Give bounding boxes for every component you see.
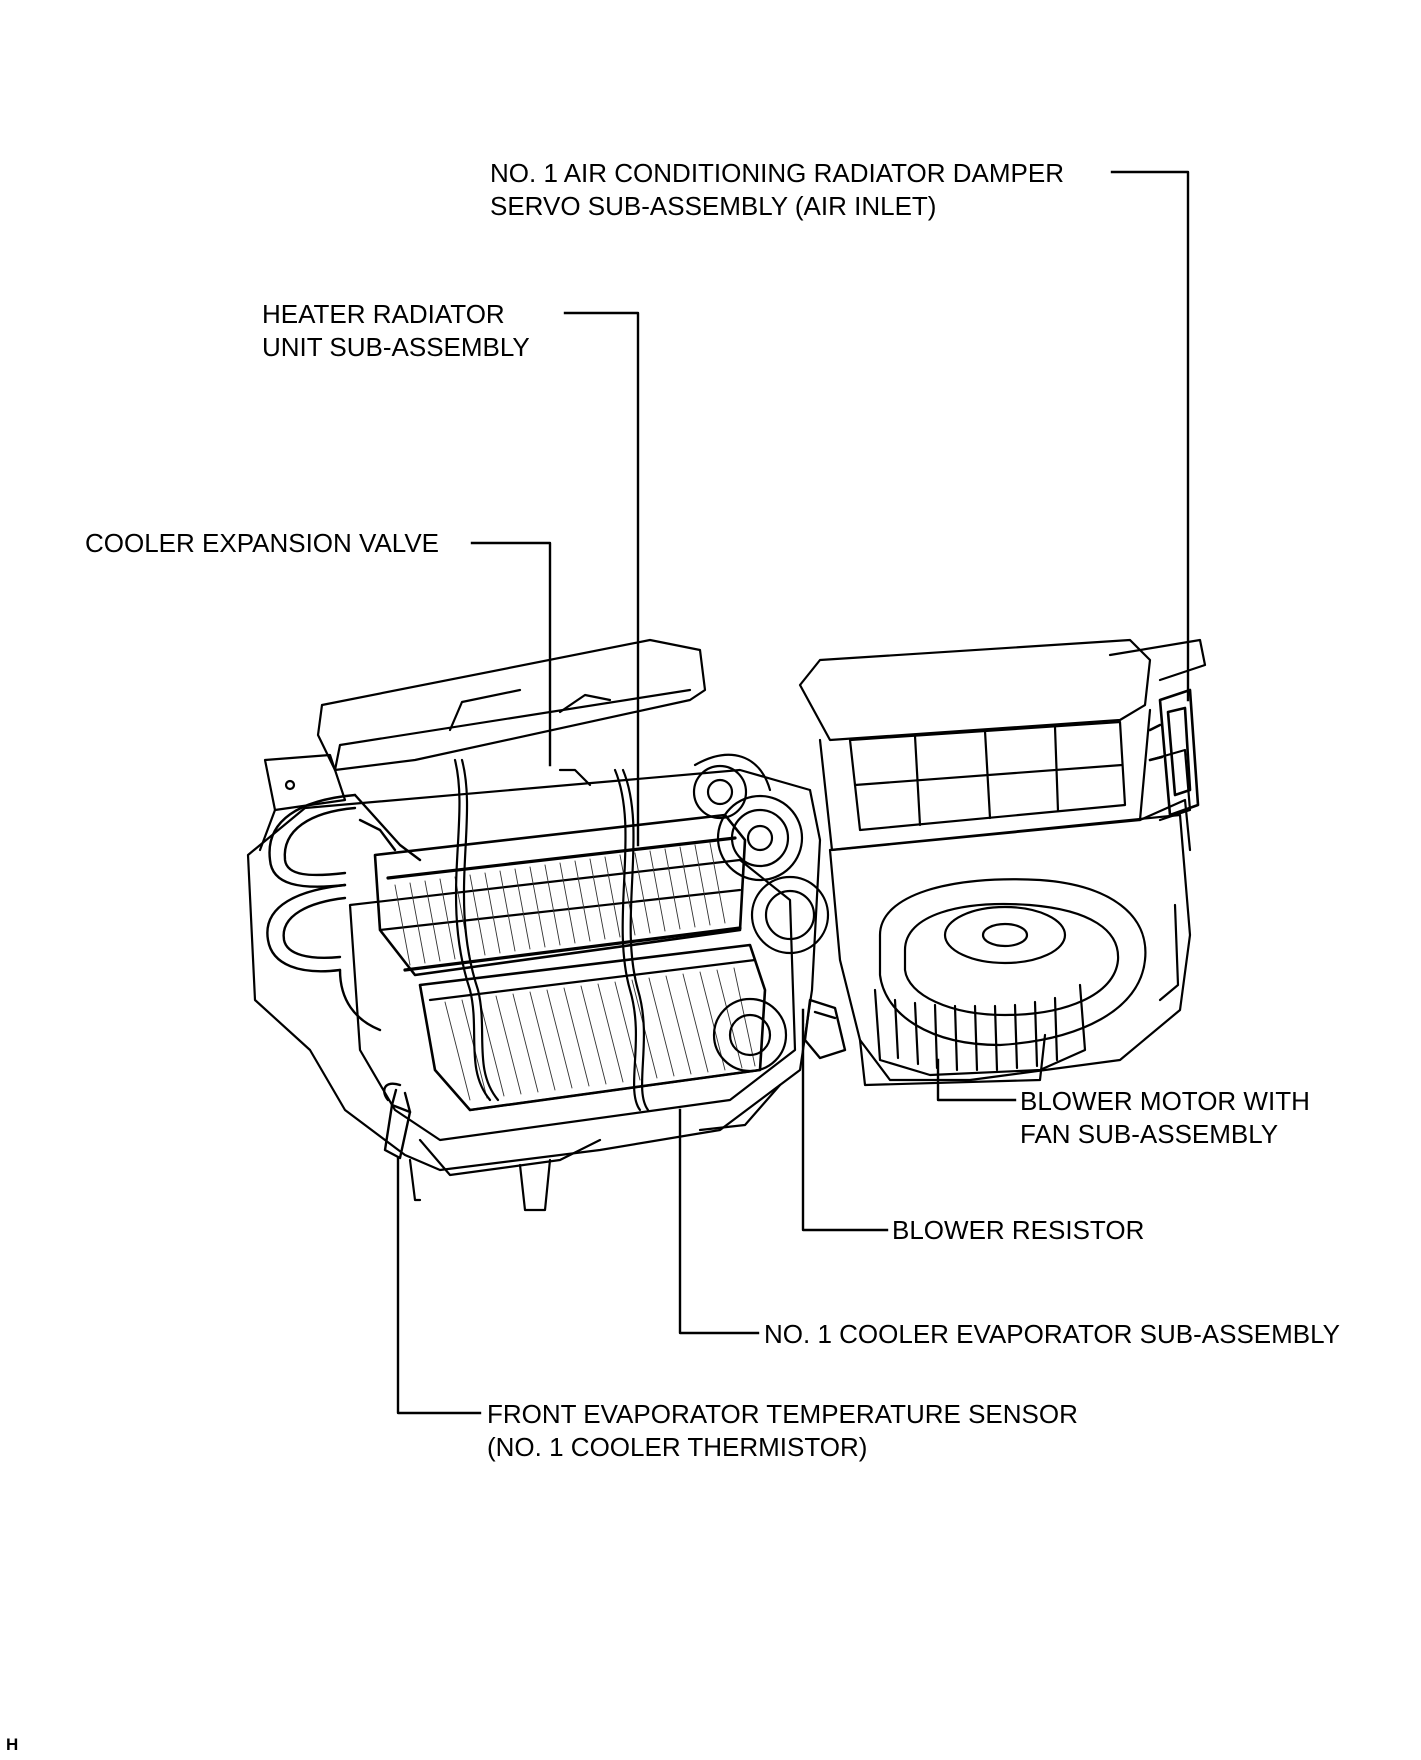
label-expansion-valve: COOLER EXPANSION VALVE (85, 527, 439, 560)
evaporator-sensor-drawing (383, 1082, 412, 1160)
label-evaporator: NO. 1 COOLER EVAPORATOR SUB-ASSEMBLY (764, 1318, 1340, 1351)
leader-blower-resistor (801, 1008, 889, 1232)
heater-case-drawing (246, 638, 822, 1212)
leader-evaporator (678, 1108, 760, 1335)
leader-heater-radiator (563, 311, 640, 847)
core-fins (394, 842, 756, 1101)
label-temp-sensor: FRONT EVAPORATOR TEMPERATURE SENSOR (NO.… (487, 1398, 1078, 1464)
label-blower-motor: BLOWER MOTOR WITH FAN SUB-ASSEMBLY (1020, 1085, 1310, 1151)
figure-code: H (6, 1735, 19, 1754)
damper-gears (692, 753, 830, 1073)
label-temp-sensor-line2: (NO. 1 COOLER THERMISTOR) (487, 1432, 868, 1462)
label-heater-radiator-line2: UNIT SUB-ASSEMBLY (262, 332, 530, 362)
label-evaporator-line1: NO. 1 COOLER EVAPORATOR SUB-ASSEMBLY (764, 1319, 1340, 1349)
label-air-inlet-servo: NO. 1 AIR CONDITIONING RADIATOR DAMPER S… (490, 157, 1064, 223)
label-temp-sensor-line1: FRONT EVAPORATOR TEMPERATURE SENSOR (487, 1399, 1078, 1429)
leader-air-inlet-servo (1110, 170, 1190, 702)
leader-expansion-valve (470, 541, 552, 767)
leader-lines (396, 170, 1190, 1415)
label-air-inlet-servo-line1: NO. 1 AIR CONDITIONING RADIATOR DAMPER (490, 158, 1064, 188)
leader-blower-motor (936, 1058, 1017, 1102)
blower-resistor-drawing (803, 998, 847, 1060)
refrigerant-pipes (266, 793, 422, 1032)
label-heater-radiator-line1: HEATER RADIATOR (262, 299, 505, 329)
blower-case-drawing (798, 638, 1207, 1087)
label-blower-resistor: BLOWER RESISTOR (892, 1214, 1144, 1247)
label-air-inlet-servo-line2: SERVO SUB-ASSEMBLY (AIR INLET) (490, 191, 937, 221)
air-inlet-servo-drawing (1148, 688, 1200, 817)
leader-temp-sensor (396, 1156, 482, 1415)
wire-harness (453, 758, 650, 1112)
label-expansion-valve-line1: COOLER EXPANSION VALVE (85, 528, 439, 558)
label-blower-motor-line1: BLOWER MOTOR WITH (1020, 1086, 1310, 1116)
label-heater-radiator: HEATER RADIATOR UNIT SUB-ASSEMBLY (262, 298, 530, 364)
label-blower-motor-line2: FAN SUB-ASSEMBLY (1020, 1119, 1279, 1149)
label-blower-resistor-line1: BLOWER RESISTOR (892, 1215, 1145, 1245)
